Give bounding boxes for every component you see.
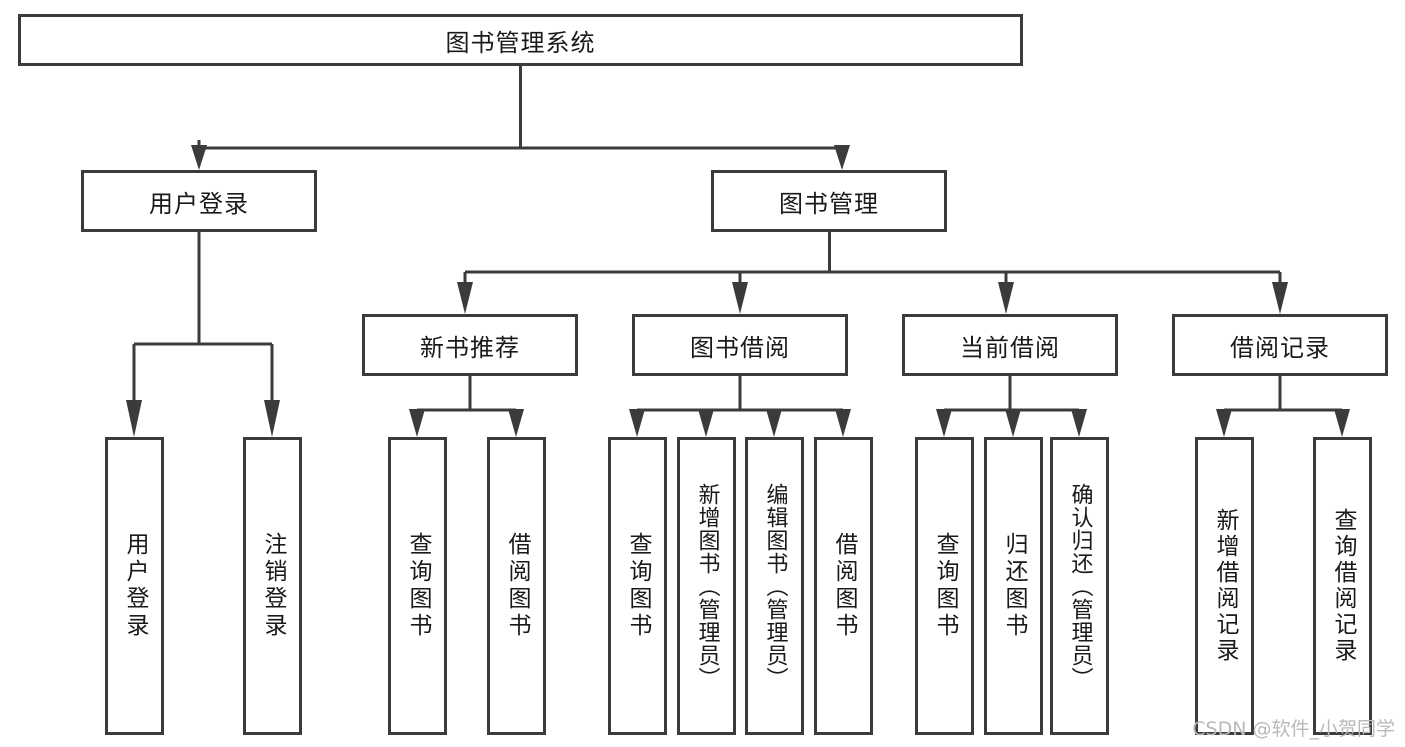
node-leaf-borrow-book-1[interactable]: 借阅图书	[487, 437, 546, 735]
node-current-borrow[interactable]: 当前借阅	[902, 314, 1118, 376]
node-user-login-label: 用户登录	[149, 189, 249, 218]
node-leaf-query-record[interactable]: 查询借阅记录	[1313, 437, 1372, 735]
node-borrow-record[interactable]: 借阅记录	[1172, 314, 1388, 376]
edge-currentborrow-to-leaves	[936, 376, 1087, 437]
leaf-borrow-book-2-label-wrap: 借阅图书	[817, 440, 870, 732]
edge-borrowrecord-to-leaves	[1216, 376, 1350, 437]
arrowhead-leaf-query-book-2	[629, 409, 645, 437]
node-leaf-add-book[interactable]: 新增图书（管理员）	[677, 437, 736, 735]
node-book-manage-label: 图书管理	[779, 189, 879, 218]
leaf-query-record-label: 查询借阅记录	[1330, 508, 1356, 664]
node-borrow-record-label-wrap: 借阅记录	[1175, 317, 1385, 373]
leaf-add-record-label-wrap: 新增借阅记录	[1198, 440, 1251, 732]
node-leaf-query-book-3[interactable]: 查询图书	[915, 437, 974, 735]
edge-root-to-level2	[191, 66, 850, 170]
leaf-user-login-label: 用户登录	[122, 532, 148, 640]
leaf-confirm-return-label-wrap: 确认归还（管理员）	[1053, 440, 1106, 732]
arrowhead-leaf-borrow-book-2	[835, 409, 851, 437]
leaf-query-book-1-label: 查询图书	[405, 532, 431, 640]
leaf-confirm-return-label: 确认归还（管理员）	[1067, 482, 1093, 690]
arrowhead-leaf-confirm-return	[1071, 409, 1087, 437]
leaf-query-book-2-label-wrap: 查询图书	[611, 440, 664, 732]
leaf-query-book-1-label-wrap: 查询图书	[391, 440, 444, 732]
node-book-manage-label-wrap: 图书管理	[714, 173, 944, 229]
arrowhead-leaf-user-login	[126, 400, 142, 437]
arrowhead-leaf-add-record	[1216, 409, 1232, 437]
node-book-borrow-label-wrap: 图书借阅	[635, 317, 845, 373]
arrowhead-leaf-query-book-1	[409, 409, 425, 437]
arrowhead-leaf-query-book-3	[936, 409, 952, 437]
node-root-label: 图书管理系统	[445, 28, 596, 57]
arrowhead-current-borrow	[998, 282, 1014, 314]
node-book-borrow[interactable]: 图书借阅	[632, 314, 848, 376]
node-leaf-query-book-1[interactable]: 查询图书	[388, 437, 447, 735]
arrowhead-book-manage	[834, 145, 850, 170]
leaf-query-record-label-wrap: 查询借阅记录	[1316, 440, 1369, 732]
leaf-borrow-book-2-label: 借阅图书	[831, 532, 857, 640]
node-current-borrow-label-wrap: 当前借阅	[905, 317, 1115, 373]
edge-bookborrow-to-leaves	[629, 376, 851, 437]
node-current-borrow-label: 当前借阅	[960, 333, 1060, 362]
leaf-logout-label: 注销登录	[260, 532, 286, 640]
edge-bookmanage-to-level3	[457, 232, 1288, 314]
node-new-book-recommend-label-wrap: 新书推荐	[365, 317, 575, 373]
node-new-book-recommend-label: 新书推荐	[420, 333, 520, 362]
node-borrow-record-label: 借阅记录	[1230, 333, 1330, 362]
leaf-query-book-2-label: 查询图书	[625, 532, 651, 640]
node-user-login-label-wrap: 用户登录	[84, 173, 314, 229]
arrowhead-leaf-logout	[264, 400, 280, 437]
leaf-add-book-label-wrap: 新增图书（管理员）	[680, 440, 733, 732]
node-book-manage[interactable]: 图书管理	[711, 170, 947, 232]
leaf-return-book-label: 归还图书	[1001, 532, 1027, 640]
node-leaf-user-login[interactable]: 用户登录	[105, 437, 164, 735]
node-leaf-logout[interactable]: 注销登录	[243, 437, 302, 735]
arrowhead-leaf-query-record	[1334, 409, 1350, 437]
arrowhead-user-login	[191, 145, 207, 170]
leaf-edit-book-label: 编辑图书（管理员）	[762, 482, 788, 690]
node-leaf-edit-book[interactable]: 编辑图书（管理员）	[745, 437, 804, 735]
leaf-query-book-3-label: 查询图书	[932, 532, 958, 640]
arrowhead-leaf-edit-book	[766, 409, 782, 437]
arrowhead-book-borrow	[732, 282, 748, 314]
leaf-user-login-label-wrap: 用户登录	[108, 440, 161, 732]
edge-newbook-to-leaves	[409, 376, 524, 437]
leaf-return-book-label-wrap: 归还图书	[987, 440, 1040, 732]
arrowhead-leaf-borrow-book-1	[508, 409, 524, 437]
arrowhead-new-book-recommend	[457, 282, 473, 314]
leaf-borrow-book-1-label-wrap: 借阅图书	[490, 440, 543, 732]
leaf-logout-label-wrap: 注销登录	[246, 440, 299, 732]
node-root-label-wrap: 图书管理系统	[21, 17, 1020, 63]
leaf-borrow-book-1-label: 借阅图书	[504, 532, 530, 640]
arrowhead-leaf-return-book	[1005, 409, 1021, 437]
leaf-add-book-label: 新增图书（管理员）	[694, 482, 720, 690]
edge-userlogin-to-leaves	[126, 232, 280, 437]
node-leaf-query-book-2[interactable]: 查询图书	[608, 437, 667, 735]
leaf-add-record-label: 新增借阅记录	[1212, 508, 1238, 664]
arrowhead-leaf-add-book	[698, 409, 714, 437]
node-book-borrow-label: 图书借阅	[690, 333, 790, 362]
node-leaf-add-record[interactable]: 新增借阅记录	[1195, 437, 1254, 735]
leaf-query-book-3-label-wrap: 查询图书	[918, 440, 971, 732]
node-leaf-return-book[interactable]: 归还图书	[984, 437, 1043, 735]
node-root[interactable]: 图书管理系统	[18, 14, 1023, 66]
node-leaf-confirm-return[interactable]: 确认归还（管理员）	[1050, 437, 1109, 735]
leaf-edit-book-label-wrap: 编辑图书（管理员）	[748, 440, 801, 732]
node-new-book-recommend[interactable]: 新书推荐	[362, 314, 578, 376]
node-user-login[interactable]: 用户登录	[81, 170, 317, 232]
node-leaf-borrow-book-2[interactable]: 借阅图书	[814, 437, 873, 735]
arrowhead-borrow-record	[1272, 282, 1288, 314]
